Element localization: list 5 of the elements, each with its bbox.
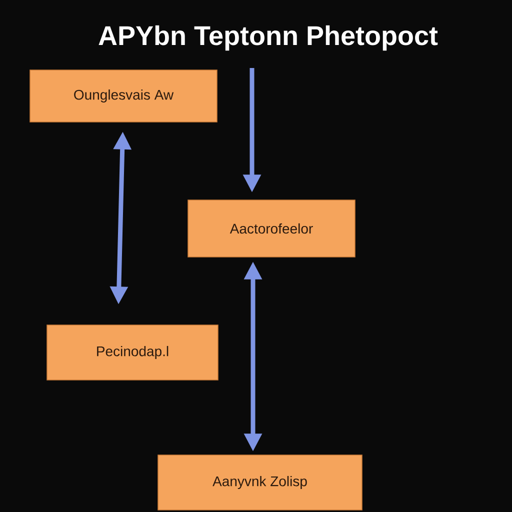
process-box: Aanyvnk Zolisp [158, 454, 362, 510]
process-box: Aactorofeelor [188, 200, 356, 258]
process-box: Ounglesvais Aw [30, 70, 218, 122]
process-box: Pecinodap.l [46, 324, 218, 380]
title: APYbn Teptonn Phetopoct [98, 25, 438, 51]
